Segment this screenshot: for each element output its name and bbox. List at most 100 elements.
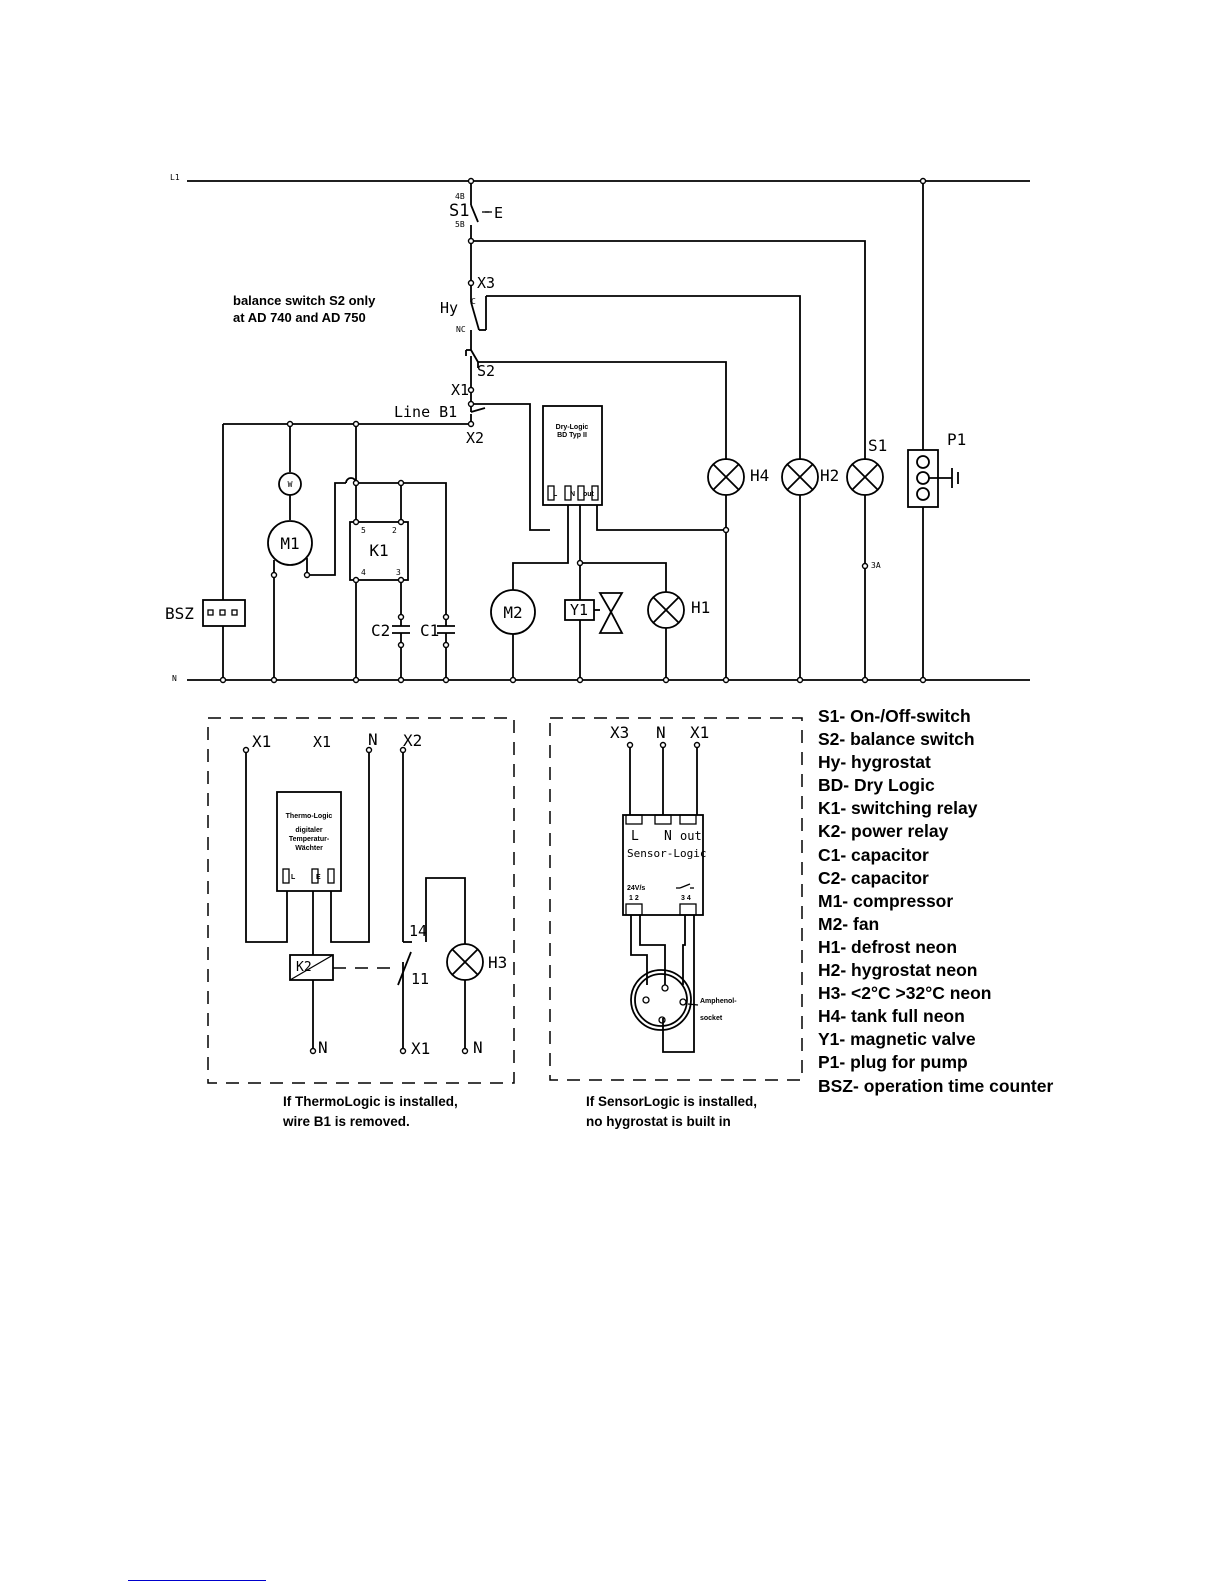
- thermologic-note: If ThermoLogic is installed, wire B1 is …: [283, 1092, 458, 1132]
- thermo-contact-14: 14: [409, 922, 427, 940]
- balance-note-line-2: at AD 740 and AD 750: [233, 310, 366, 325]
- thermo-pin-l: L: [291, 874, 296, 881]
- drylogic-pin-l: L: [553, 491, 558, 498]
- c1-capacitor: C1: [420, 621, 455, 640]
- hygrostat-hy: Hy C NC: [440, 283, 487, 334]
- drylogic-title-1: Dry-Logic: [556, 424, 589, 431]
- k1-pin-4: 4: [361, 568, 366, 577]
- s1-switch-label: S1: [449, 201, 469, 221]
- thermo-h3-label: H3: [488, 953, 507, 972]
- legend-item: H1- defrost neon: [818, 936, 958, 957]
- thermo-x2-label: X2: [403, 731, 422, 750]
- sensor-pin-12: 1 2: [629, 895, 639, 902]
- s1-actuator-label: E: [494, 204, 503, 222]
- h4-tank-full-neon: H4: [707, 458, 769, 496]
- m1-label: M1: [280, 534, 299, 553]
- line-b1-label: Line B1: [394, 403, 457, 421]
- s1-top-pin-label: 4B: [455, 192, 465, 201]
- sensor-pins-label: 24V/s: [627, 885, 645, 892]
- x1-label: X1: [451, 381, 469, 399]
- x2-label: X2: [466, 429, 484, 447]
- legend-item: K2- power relay: [818, 821, 949, 842]
- thermologic-box: X1 X1 N X2 Thermo-Logic digitaler Temper…: [207, 717, 515, 1084]
- k1-relay: K1 5 2 4 3: [349, 521, 409, 581]
- c2-capacitor: C2: [371, 621, 410, 640]
- legend-item: Y1- magnetic valve: [818, 1029, 976, 1050]
- legend-item: P1- plug for pump: [818, 1052, 968, 1073]
- k1-pin-2: 2: [392, 526, 397, 535]
- thermo-contact-11: 11: [411, 970, 429, 988]
- bsz-counter: BSZ: [165, 599, 246, 627]
- drylogic-module: Dry-Logic BD Typ II L N out: [542, 405, 603, 506]
- c1-label: C1: [420, 621, 439, 640]
- thermo-pin-e: E: [316, 874, 321, 881]
- thermo-n-label: N: [368, 730, 378, 749]
- legend-item: Hy- hygrostat: [818, 752, 931, 773]
- c2-label: C2: [371, 621, 390, 640]
- sensor-pin-n: N: [664, 829, 672, 844]
- sensor-x3-label: X3: [610, 723, 629, 742]
- w-thermal-protector: W: [278, 472, 302, 496]
- junction-dots: [219, 177, 927, 684]
- sensorlogic-note: If SensorLogic is installed, no hygrosta…: [586, 1092, 757, 1132]
- sensor-pin-out: out: [680, 829, 702, 843]
- legend-item: BSZ- operation time counter: [818, 1075, 1054, 1096]
- thermo-x1a-label: X1: [252, 732, 271, 751]
- amphenol-label-2: socket: [700, 1015, 723, 1022]
- sensor-pin-l: L: [631, 829, 639, 844]
- sensorlogic-box: X3 N X1 L N out Sensor-Logic 24V/s 1 2 3…: [549, 717, 803, 1081]
- m2-label: M2: [503, 603, 522, 622]
- drylogic-pin-out: out: [583, 491, 595, 498]
- s1-neon: S1: [846, 436, 887, 496]
- m1-compressor: M1: [267, 520, 313, 566]
- fuse-label: 3A: [871, 561, 881, 570]
- h2-label: H2: [820, 466, 839, 485]
- wire-drylogic-h4: [596, 505, 726, 531]
- wire-c1-top: [356, 482, 447, 600]
- thermo-module-l4: Wächter: [295, 845, 323, 852]
- thermo-module-l3: Temperatur-: [289, 836, 330, 843]
- wire-drylogic-m2: [512, 505, 569, 590]
- l1-label: L1: [170, 173, 180, 182]
- wire-drylogic-l: [471, 403, 550, 531]
- k1-pin-5: 5: [361, 526, 366, 535]
- s1-neon-label: S1: [868, 436, 887, 455]
- sensorlogic-note-line-2: no hygrostat is built in: [586, 1114, 731, 1129]
- bsz-label: BSZ: [165, 604, 194, 623]
- m2-fan: M2: [490, 589, 536, 635]
- legend-item: K1- switching relay: [818, 798, 978, 819]
- h4-label: H4: [750, 466, 769, 485]
- wire-m1-k1: [306, 482, 346, 576]
- h1-defrost-neon: H1: [647, 591, 710, 629]
- wire-drylogic-h1: [580, 562, 667, 590]
- hy-c-label: C: [471, 297, 476, 306]
- amphenol-label-1: Amphenol-: [700, 998, 737, 1005]
- legend-item: M2- fan: [818, 913, 880, 934]
- s2-balance-switch: S2: [465, 349, 495, 390]
- component-legend: S1- On-/Off-switch S2- balance switch Hy…: [818, 705, 1053, 1098]
- legend-item: S1- On-/Off-switch: [818, 706, 971, 726]
- s1-main-switch: E S1 4B 5B: [449, 181, 503, 242]
- hy-nc-label: NC: [456, 325, 466, 334]
- sensorlogic-note-line-1: If SensorLogic is installed,: [586, 1094, 758, 1109]
- wire-h2: [486, 295, 801, 460]
- thermo-bottom-n2: N: [473, 1038, 483, 1057]
- legend-item: M1- compressor: [818, 890, 954, 911]
- k1-label: K1: [369, 541, 388, 560]
- wire-h4: [478, 361, 727, 460]
- n-label: N: [172, 674, 177, 683]
- hy-label: Hy: [440, 299, 458, 317]
- thermo-x1b-label: X1: [313, 733, 331, 751]
- thermo-module-l2: digitaler: [295, 827, 323, 834]
- thermo-bottom-x1: X1: [411, 1039, 430, 1058]
- thermologic-note-line-1: If ThermoLogic is installed,: [283, 1094, 458, 1109]
- thermo-bottom-n1: N: [318, 1038, 328, 1057]
- thermo-module-l1: Thermo-Logic: [286, 813, 333, 820]
- drylogic-title-2: BD Typ II: [557, 432, 587, 439]
- legend-item: S2- balance switch: [818, 729, 975, 750]
- sensor-pin-34: 3 4: [681, 895, 691, 902]
- h1-label: H1: [691, 598, 710, 617]
- thermo-k2-label: K2: [296, 960, 312, 975]
- sensor-module-name: Sensor-Logic: [627, 847, 706, 860]
